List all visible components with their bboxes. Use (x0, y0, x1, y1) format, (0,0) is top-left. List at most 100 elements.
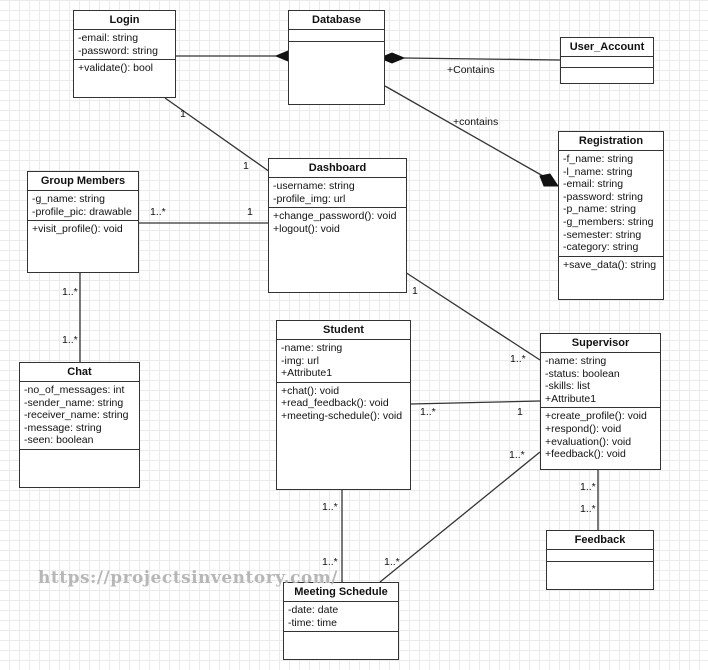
attribute: -date: date (288, 604, 339, 616)
operations: +save_data(): string (559, 257, 663, 274)
attribute: -profile_pic: drawable (32, 205, 132, 218)
attributes: -f_name: string -l_name: string -email: … (559, 151, 663, 257)
class-name: Meeting Schedule (284, 583, 398, 602)
attributes: -name: string -status: boolean -skills: … (541, 353, 660, 409)
multiplicity: 1..* (322, 556, 338, 568)
class-name: Chat (20, 363, 139, 382)
attribute: -skills: list (545, 380, 590, 393)
attribute: -email: string (78, 32, 139, 44)
multiplicity: 1 (517, 406, 523, 418)
attribute: -name: string (545, 355, 607, 367)
attribute: -img: url (281, 354, 319, 367)
operations: +change_password(): void +logout(): void (269, 208, 406, 237)
attributes: -g_name: string -profile_pic: drawable (28, 191, 138, 222)
operations: +create_profile(): void +respond(): void… (541, 408, 660, 462)
operation: +respond(): void (545, 422, 622, 435)
attributes: -no_of_messages: int -sender_name: strin… (20, 382, 139, 450)
attribute: -sender_name: string (24, 396, 124, 409)
attribute: -profile_img: url (273, 192, 346, 205)
class-group-members: Group Members -g_name: string -profile_p… (27, 171, 139, 273)
student-supervisor-line (410, 400, 541, 405)
attribute: -g_name: string (32, 193, 105, 205)
attribute: -category: string (563, 241, 639, 254)
operations (284, 632, 398, 636)
operation: +meeting-schedule(): void (281, 409, 403, 422)
operation: +chat(): void (281, 384, 340, 397)
operations: +chat(): void +read_feedback(): void +me… (277, 383, 410, 425)
attributes (547, 550, 653, 562)
attribute: -password: string (78, 44, 158, 57)
operations: +validate(): bool (74, 60, 175, 77)
multiplicity: 1..* (420, 406, 436, 418)
operation: +feedback(): void (545, 448, 626, 461)
attributes: -username: string -profile_img: url (269, 178, 406, 209)
class-meeting-schedule: Meeting Schedule -date: date -time: time (283, 582, 399, 660)
supervisor-meeting-line (379, 451, 541, 583)
multiplicity: 1 (180, 108, 186, 120)
login-dashboard-line (164, 97, 271, 173)
operation: +create_profile(): void (545, 410, 647, 423)
operations: +visit_profile(): void (28, 221, 138, 238)
attribute: -no_of_messages: int (24, 384, 125, 396)
database-useraccount-line (403, 57, 561, 61)
multiplicity: 1..* (322, 501, 338, 513)
attributes (561, 57, 653, 68)
class-name: Feedback (547, 531, 653, 550)
operation: +save_data(): string (563, 258, 657, 271)
multiplicity: 1..* (580, 481, 596, 493)
multiplicity: 1 (412, 285, 418, 297)
attributes: -email: string -password: string (74, 30, 175, 61)
attribute: -username: string (273, 180, 355, 192)
attribute: -g_members: string (563, 215, 654, 228)
database-registration-line (384, 85, 551, 181)
attribute: -name: string (281, 342, 343, 354)
operation: +validate(): bool (78, 62, 154, 75)
class-name: Supervisor (541, 334, 660, 353)
multiplicity: 1..* (580, 503, 596, 515)
composition-diamond-registration (539, 173, 559, 187)
class-name: Student (277, 321, 410, 340)
attribute: +Attribute1 (545, 392, 597, 405)
operation: +change_password(): void (273, 210, 397, 223)
operation: +visit_profile(): void (32, 223, 123, 236)
class-feedback: Feedback (546, 530, 654, 590)
multiplicity: 1..* (509, 449, 525, 461)
operations (547, 562, 653, 566)
class-name: Login (74, 11, 175, 30)
operation: +evaluation(): void (545, 435, 632, 448)
attributes (289, 30, 384, 42)
class-name: Dashboard (269, 159, 406, 178)
class-database: Database (288, 10, 385, 105)
class-dashboard: Dashboard -username: string -profile_img… (268, 158, 407, 293)
attribute: +Attribute1 (281, 367, 333, 380)
operation: +read_feedback(): void (281, 397, 389, 410)
multiplicity: 1..* (150, 206, 166, 218)
multiplicity: 1..* (62, 286, 78, 298)
attribute: -password: string (563, 190, 643, 203)
attribute: -seen: boolean (24, 434, 94, 447)
class-user-account: User_Account (560, 37, 654, 84)
class-name: User_Account (561, 38, 653, 57)
operations (561, 68, 653, 72)
attributes: -date: date -time: time (284, 602, 398, 633)
operations (289, 42, 384, 46)
class-chat: Chat -no_of_messages: int -sender_name: … (19, 362, 140, 488)
attribute: -message: string (24, 421, 102, 434)
label-contains-registration: +contains (453, 116, 499, 128)
class-login: Login -email: string -password: string +… (73, 10, 176, 98)
class-student: Student -name: string -img: url +Attribu… (276, 320, 411, 490)
attribute: -semester: string (563, 228, 642, 241)
label-contains-user: +Contains (447, 64, 495, 76)
attribute: -status: boolean (545, 367, 620, 380)
class-name: Database (289, 11, 384, 30)
attributes: -name: string -img: url +Attribute1 (277, 340, 410, 383)
attribute: -p_name: string (563, 203, 636, 216)
class-name: Group Members (28, 172, 138, 191)
operation: +logout(): void (273, 222, 340, 235)
multiplicity: 1..* (62, 334, 78, 346)
watermark: https://projectsinventory.com/ (38, 568, 338, 588)
class-supervisor: Supervisor -name: string -status: boolea… (540, 333, 661, 470)
multiplicity: 1 (247, 206, 253, 218)
dashboard-supervisor-line (404, 271, 541, 361)
multiplicity: 1..* (510, 353, 526, 365)
